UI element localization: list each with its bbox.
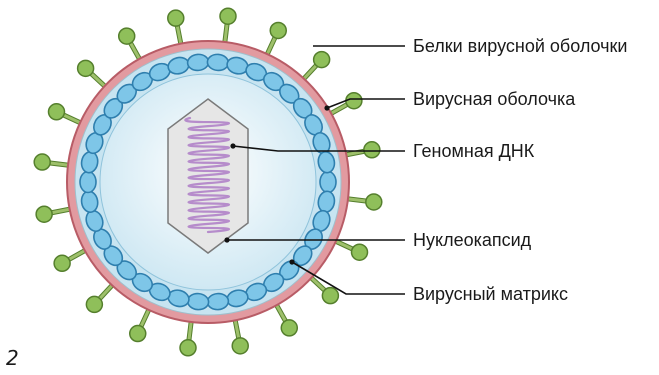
label-nucleocapsid: Нуклеокапсид: [413, 230, 532, 250]
envelope-protein-knob: [130, 326, 146, 342]
envelope-protein-knob: [366, 194, 382, 210]
envelope-protein-knob: [232, 338, 248, 354]
leader-dot-viral-envelope: [324, 105, 329, 110]
label-genomic-dna: Геномная ДНК: [413, 141, 535, 161]
envelope-protein-knob: [119, 28, 135, 44]
envelope-protein-knob: [364, 142, 380, 158]
label-viral-envelope: Вирусная оболочка: [413, 89, 576, 109]
capsomer-bead: [80, 172, 96, 193]
leader-dot-nucleocapsid: [224, 237, 229, 242]
leader-dot-viral-matrix: [289, 259, 294, 264]
leader-dot-genomic-dna: [230, 143, 235, 148]
envelope-protein-knob: [220, 8, 236, 24]
capsomer-bead: [320, 172, 336, 193]
envelope-protein-knob: [78, 60, 94, 76]
envelope-protein-knob: [352, 244, 368, 260]
envelope-protein-knob: [346, 93, 362, 109]
envelope-protein-knob: [36, 206, 52, 222]
envelope-protein-knob: [281, 320, 297, 336]
envelope-protein-knob: [322, 288, 338, 304]
envelope-protein-knob: [270, 22, 286, 38]
envelope-protein-knob: [180, 340, 196, 356]
envelope-protein-knob: [34, 154, 50, 170]
figure-number: 2: [6, 346, 19, 370]
envelope-protein-knob: [54, 255, 70, 271]
label-viral-matrix: Вирусный матрикс: [413, 284, 568, 304]
label-envelope-proteins: Белки вирусной оболочки: [413, 36, 627, 56]
envelope-protein-knob: [48, 104, 64, 120]
envelope-protein-knob: [168, 10, 184, 26]
envelope-protein-knob: [86, 296, 102, 312]
envelope-protein-knob: [314, 52, 330, 68]
